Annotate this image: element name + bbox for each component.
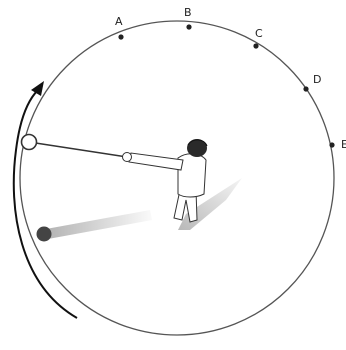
point-b-dot [186, 24, 191, 29]
ball [22, 135, 37, 150]
string-shadow [46, 210, 152, 239]
person-figure [123, 139, 208, 222]
point-a-label: A [115, 15, 123, 28]
point-d: D [303, 73, 321, 92]
point-d-label: D [313, 73, 321, 86]
string [29, 142, 127, 157]
arrow-head-icon [31, 81, 44, 96]
point-a-dot [118, 34, 123, 39]
point-e-dot [329, 142, 334, 147]
person-hand [123, 153, 132, 162]
motion-arrow-icon [14, 90, 77, 318]
person-arm [129, 153, 183, 170]
point-b: B [184, 6, 192, 30]
point-d-dot [303, 86, 308, 91]
point-a: A [115, 15, 124, 40]
point-c-label: C [255, 27, 263, 40]
circular-path [20, 21, 334, 335]
point-c-dot [253, 43, 258, 48]
point-b-label: B [184, 6, 192, 19]
point-e-label: E [341, 138, 346, 151]
ball-shadow [37, 227, 52, 242]
